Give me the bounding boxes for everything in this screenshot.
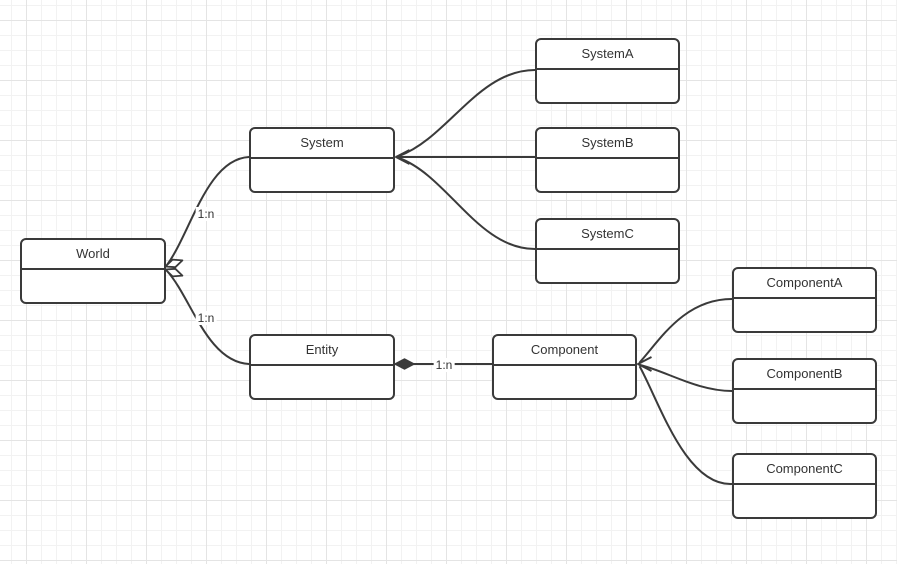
- edge-label-world-system: 1:n: [195, 207, 217, 221]
- edge-world-entity[interactable]: [166, 270, 250, 365]
- node-title: World: [22, 240, 164, 270]
- node-attributes-compartment: [734, 485, 875, 519]
- node-title: Entity: [251, 336, 393, 366]
- node-world[interactable]: World: [20, 238, 166, 304]
- node-title: ComponentC: [734, 455, 875, 485]
- edge-componentB-component[interactable]: [639, 364, 733, 392]
- node-attributes-compartment: [537, 70, 678, 104]
- node-title: SystemC: [537, 220, 678, 250]
- node-title: ComponentB: [734, 360, 875, 390]
- node-title: SystemB: [537, 129, 678, 159]
- node-title: Component: [494, 336, 635, 366]
- node-attributes-compartment: [22, 270, 164, 304]
- node-componentB[interactable]: ComponentB: [732, 358, 877, 424]
- node-attributes-compartment: [251, 159, 393, 193]
- edge-systemA-system[interactable]: [398, 69, 536, 157]
- node-entity[interactable]: Entity: [249, 334, 395, 400]
- node-attributes-compartment: [537, 250, 678, 284]
- edge-world-system[interactable]: [166, 156, 250, 266]
- node-systemA[interactable]: SystemA: [535, 38, 680, 104]
- node-title: SystemA: [537, 40, 678, 70]
- node-systemC[interactable]: SystemC: [535, 218, 680, 284]
- node-system[interactable]: System: [249, 127, 395, 193]
- node-componentA[interactable]: ComponentA: [732, 267, 877, 333]
- edge-label-world-entity: 1:n: [195, 311, 217, 325]
- node-attributes-compartment: [251, 366, 393, 400]
- node-componentC[interactable]: ComponentC: [732, 453, 877, 519]
- node-attributes-compartment: [494, 366, 635, 400]
- edge-componentA-component[interactable]: [639, 298, 733, 363]
- edge-label-entity-component: 1:n: [433, 358, 455, 372]
- node-attributes-compartment: [734, 299, 875, 333]
- node-systemB[interactable]: SystemB: [535, 127, 680, 193]
- node-component[interactable]: Component: [492, 334, 637, 400]
- node-title: ComponentA: [734, 269, 875, 299]
- edge-systemC-system[interactable]: [398, 157, 536, 250]
- node-title: System: [251, 129, 393, 159]
- node-attributes-compartment: [734, 390, 875, 424]
- node-attributes-compartment: [537, 159, 678, 193]
- edge-componentC-component[interactable]: [639, 366, 733, 486]
